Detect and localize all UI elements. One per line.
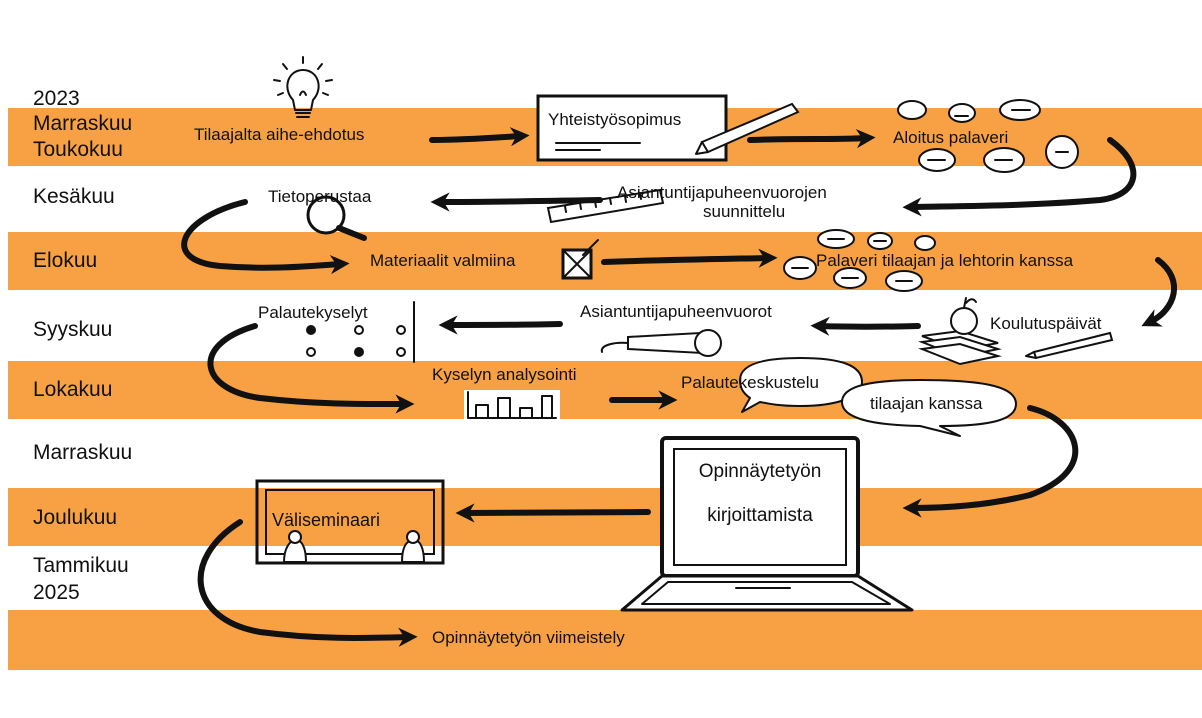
books-apple-icon <box>918 297 1002 366</box>
step-opinnaytetyon-kirjoittamista-1: Opinnäytetyön <box>698 461 822 482</box>
step-palaveri-tilaaja: Palaveri tilaajan ja lehtorin kanssa <box>816 251 1074 270</box>
step-yhteistyosopimus: Yhteistyösopimus <box>548 110 682 129</box>
step-asiantuntija-suunnittelu-1: Asiantuntijapuheenvuorojen <box>617 183 827 202</box>
speech-bubble-icon <box>739 357 1017 437</box>
month-syyskuu: Syyskuu <box>33 318 113 341</box>
month-marraskuu-2023: Marraskuu <box>33 112 133 135</box>
step-asiantuntija-suunnittelu-2: suunnittelu <box>703 202 786 221</box>
step-opinnaytetyon-kirjoittamista-2: kirjoittamista <box>707 505 813 526</box>
month-tammikuu: Tammikuu <box>33 554 129 577</box>
contract-icon <box>536 94 728 162</box>
step-viimeistely: Opinnäytetyön viimeistely <box>432 628 625 647</box>
flow-arrows <box>181 127 1178 647</box>
ruler-icon <box>546 188 665 224</box>
month-joulukuu: Joulukuu <box>33 506 118 529</box>
step-koulutuspaivat: Koulutuspäivät <box>990 314 1102 333</box>
step-materiaalit: Materiaalit valmiina <box>370 251 516 270</box>
laptop-icon <box>620 436 914 612</box>
pen-icon <box>695 102 800 155</box>
step-tietoperusta: Tietoperustaa <box>268 187 372 206</box>
step-palautekyselyt: Palautekyselyt <box>258 303 368 322</box>
band-5 <box>8 610 1202 670</box>
speech-bubbles-icon-2 <box>783 229 936 292</box>
year-start: 2023 <box>33 87 80 110</box>
month-lokakuu: Lokakuu <box>33 378 113 401</box>
speech-bubbles-icon <box>897 99 1079 173</box>
step-aloitus-palaveri: Aloitus palaveri <box>893 128 1009 147</box>
pencil-icon <box>1025 331 1114 360</box>
month-elokuu: Elokuu <box>33 249 98 272</box>
step-tilaajan-kanssa: tilaajan kanssa <box>870 394 983 413</box>
lightbulb-icon <box>273 56 333 118</box>
questionnaire-icon <box>306 301 415 363</box>
month-marraskuu: Marraskuu <box>33 441 133 464</box>
month-toukokuu: Toukokuu <box>33 138 123 161</box>
step-valiseminaari: Väliseminaari <box>272 510 381 530</box>
year-end: 2025 <box>33 581 80 604</box>
presentation-board-icon <box>255 479 445 565</box>
magnifier-icon <box>306 195 367 241</box>
step-asiantuntijapuheenvuorot: Asiantuntijapuheenvuorot <box>580 302 772 321</box>
microphone-icon <box>600 329 722 357</box>
step-kyselyn-analysointi: Kyselyn analysointi <box>432 365 577 384</box>
bar-chart-icon <box>464 390 560 420</box>
checkbox-icon <box>561 239 599 280</box>
month-kesakuu: Kesäkuu <box>33 185 115 208</box>
step-palautekeskustelu: Palautekeskustelu <box>681 373 819 392</box>
step-aihe-ehdotus: Tilaajalta aihe-ehdotus <box>194 125 365 144</box>
